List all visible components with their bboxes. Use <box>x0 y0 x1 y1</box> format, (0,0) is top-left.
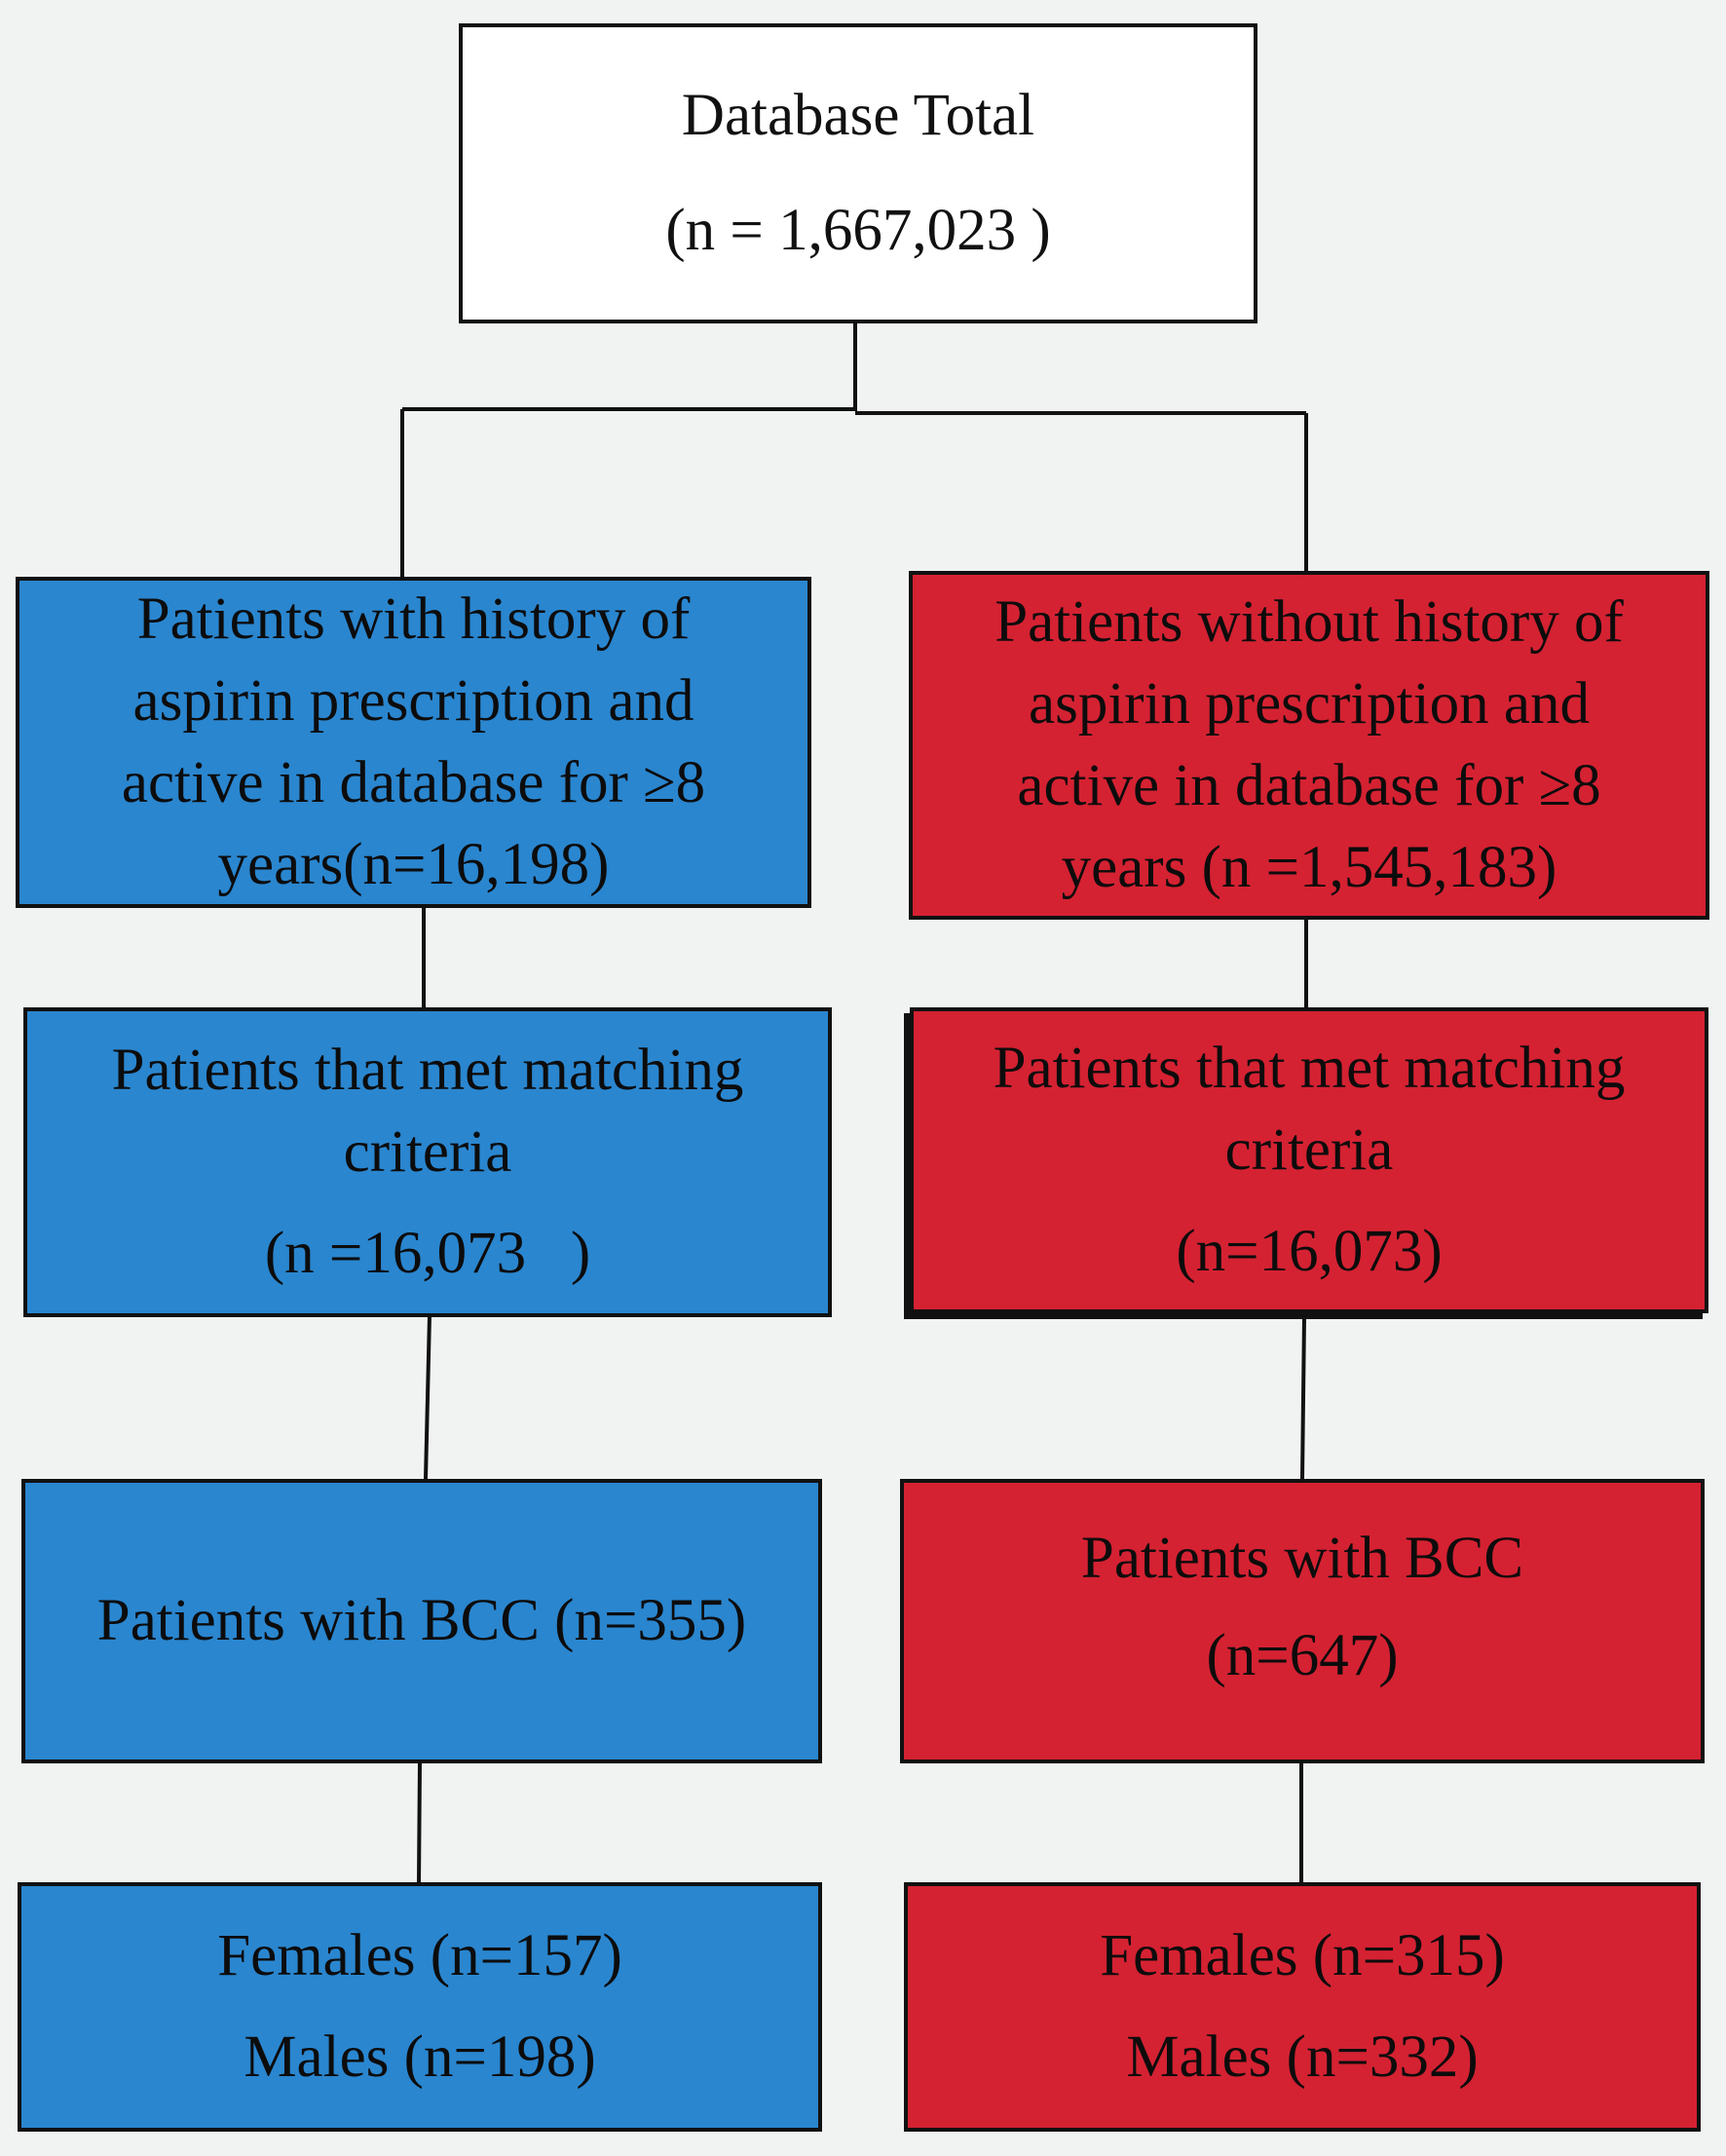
connector-aspirin-matched-to-bcc <box>424 1314 432 1480</box>
no-aspirin-history-line-4: years (n =1,545,183) <box>1061 835 1557 900</box>
no-aspirin-bcc-box: Patients with BCC (n=647) <box>900 1479 1705 1763</box>
aspirin-history-line-1: Patients with history of <box>136 586 691 652</box>
connector-aspirin-bcc-to-sex <box>417 1760 422 1883</box>
aspirin-matched-box: Patients that met matching criteria (n =… <box>23 1007 832 1317</box>
aspirin-history-box: Patients with history of aspirin prescri… <box>16 577 811 908</box>
aspirin-matched-count: (n =16,073 ) <box>264 1221 591 1286</box>
database-total-title: Database Total <box>681 83 1035 148</box>
aspirin-matched-line-2: criteria <box>343 1119 512 1185</box>
no-aspirin-bcc-label: Patients with BCC <box>1080 1526 1524 1591</box>
no-aspirin-matched-line-2: criteria <box>1224 1117 1394 1183</box>
aspirin-history-line-2: aspirin prescription and <box>132 668 694 734</box>
database-total-count: (n = 1,667,023 ) <box>665 198 1051 263</box>
no-aspirin-matched-box: Patients that met matching criteria (n=1… <box>910 1007 1708 1313</box>
aspirin-females: Females (n=157) <box>217 1923 622 1988</box>
aspirin-sex-box: Females (n=157) Males (n=198) <box>18 1882 822 2132</box>
database-total-box: Database Total (n = 1,667,023 ) <box>459 23 1257 323</box>
aspirin-history-line-3: active in database for ≥8 <box>121 750 706 815</box>
no-aspirin-history-line-1: Patients without history of <box>994 589 1624 655</box>
aspirin-bcc-box: Patients with BCC (n=355) <box>21 1479 822 1763</box>
aspirin-matched-line-1: Patients that met matching <box>111 1038 744 1103</box>
no-aspirin-bcc-count: (n=647) <box>1206 1623 1399 1688</box>
no-aspirin-females: Females (n=315) <box>1100 1923 1505 1988</box>
aspirin-bcc-label: Patients with BCC (n=355) <box>96 1588 747 1653</box>
aspirin-history-line-4: years(n=16,198) <box>217 832 610 897</box>
no-aspirin-history-line-3: active in database for ≥8 <box>1017 753 1601 818</box>
no-aspirin-matched-line-1: Patients that met matching <box>993 1036 1626 1101</box>
no-aspirin-history-box: Patients without history of aspirin pres… <box>909 571 1709 920</box>
aspirin-males: Males (n=198) <box>244 2024 596 2090</box>
no-aspirin-males: Males (n=332) <box>1126 2024 1479 2090</box>
connector-no-aspirin-matched-to-bcc <box>1300 1316 1306 1480</box>
no-aspirin-history-line-2: aspirin prescription and <box>1029 671 1590 737</box>
no-aspirin-sex-box: Females (n=315) Males (n=332) <box>904 1882 1701 2132</box>
no-aspirin-matched-count: (n=16,073) <box>1176 1219 1443 1284</box>
